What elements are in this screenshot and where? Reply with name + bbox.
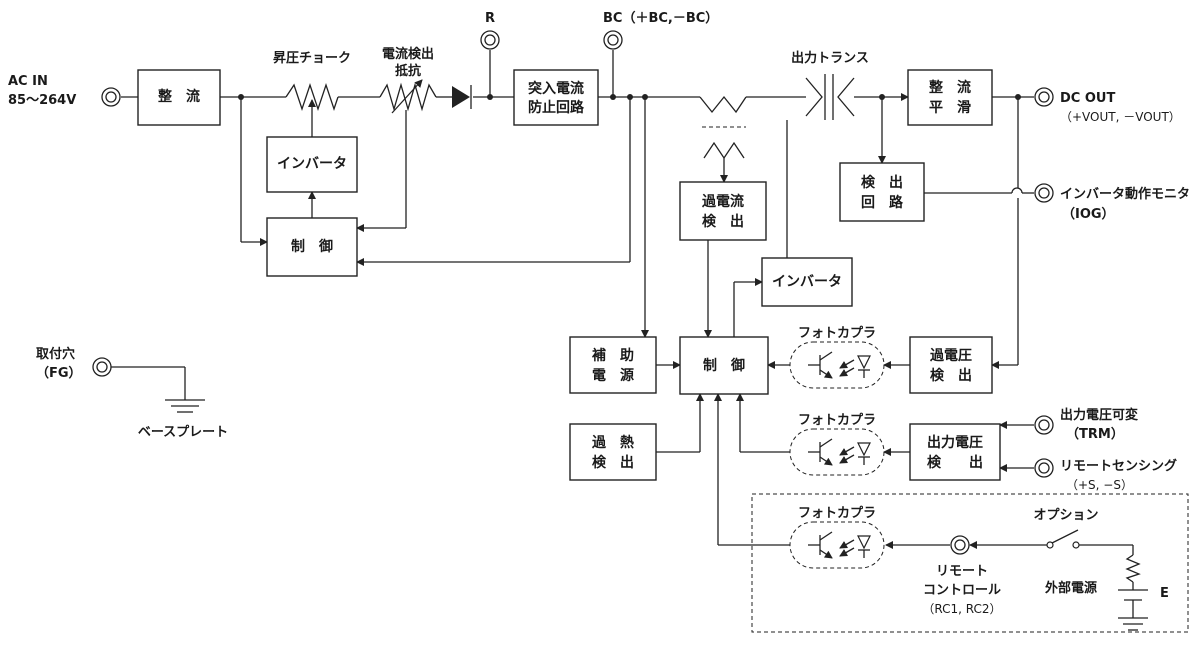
external-resistor-icon	[1125, 554, 1141, 583]
svg-text:防止回路: 防止回路	[528, 99, 585, 116]
svg-text:検 出: 検 出	[930, 367, 972, 384]
option-label: オプション	[1033, 508, 1098, 523]
svg-text:回 路: 回 路	[861, 194, 904, 211]
svg-text:平 滑: 平 滑	[929, 99, 971, 116]
photocoupler-1-icon	[789, 341, 885, 389]
option-ground-icon	[1118, 617, 1148, 631]
sensing-sub-label: （+S, −S）	[1066, 478, 1133, 492]
option-frame	[751, 493, 1189, 633]
boost-choke-label: 昇圧チョーク	[273, 51, 351, 66]
rectifier-block: 整 流	[137, 69, 221, 126]
current-resistor-label-2: 抵抗	[395, 63, 421, 79]
r-terminal-label: R	[485, 11, 495, 26]
svg-text:過電圧: 過電圧	[929, 347, 972, 364]
inverter1-block: インバータ	[266, 136, 358, 193]
photocoupler-1-label: フォトカプラ	[798, 326, 876, 341]
inrush-block: 突入電流 防止回路	[513, 69, 599, 126]
svg-text:検 出: 検 出	[702, 213, 744, 230]
wiring	[111, 50, 1134, 618]
r-terminal	[480, 30, 500, 50]
output-voltage-block: 出力電圧 検 出	[909, 423, 1001, 481]
dc-out-terminal	[1034, 87, 1054, 107]
remote-sub-label: （RC1, RC2）	[922, 602, 1001, 616]
output-transformer-label: 出力トランス	[791, 50, 869, 66]
base-plate-label: ベースプレート	[138, 425, 228, 440]
dc-out-sub-label: （+VOUT, －VOUT）	[1060, 110, 1181, 124]
svg-text:検 出: 検 出	[927, 454, 983, 471]
fg-terminal	[92, 357, 112, 377]
battery-icon	[1118, 589, 1148, 601]
svg-text:出力電圧: 出力電圧	[927, 434, 983, 451]
e-label: E	[1160, 586, 1169, 601]
inverter-monitor-label: インバータ動作モニタ	[1060, 186, 1190, 202]
bc-terminal-label: BC（＋BC,－BC）	[603, 10, 718, 26]
photocoupler-2-label: フォトカプラ	[798, 413, 876, 428]
photocoupler-3-label: フォトカプラ	[798, 506, 876, 521]
junction-dots	[238, 94, 1021, 100]
trim-label: 出力電圧可変	[1060, 407, 1138, 423]
ac-in-label: AC IN	[8, 74, 48, 89]
mount-hole-label: 取付穴	[36, 346, 75, 362]
terminals	[92, 30, 1054, 555]
ext-power-label: 外部電源	[1044, 580, 1097, 596]
overheat-block: 過 熱 検 出	[569, 423, 657, 481]
base-plate-ground-icon	[165, 399, 205, 413]
svg-text:検 出: 検 出	[592, 454, 634, 471]
control2-block: 制 御	[679, 336, 769, 395]
sensing-terminal	[1034, 458, 1054, 478]
dc-out-label: DC OUT	[1060, 91, 1115, 106]
rect-smooth-block: 整 流 平 滑	[907, 69, 993, 126]
overcurrent-block: 過電流 検 出	[679, 181, 767, 241]
sensing-label: リモートセンシング	[1060, 458, 1177, 474]
iog-terminal	[1034, 183, 1054, 203]
ac-in-range: 85～264V	[8, 93, 76, 108]
svg-text:インバータ: インバータ	[772, 274, 842, 290]
overvoltage-block: 過電圧 検 出	[909, 336, 993, 394]
mount-hole-sub-label: （FG）	[36, 365, 82, 381]
svg-text:インバータ: インバータ	[277, 156, 347, 172]
current-resistor-label-1: 電流検出	[382, 46, 434, 62]
remote-label-2: コントロール	[923, 583, 1001, 598]
remote-terminal	[950, 535, 970, 555]
option-switch-icon	[1046, 529, 1080, 549]
inverter-monitor-sub-label: （IOG）	[1062, 206, 1115, 222]
boost-choke-icon	[285, 82, 339, 112]
svg-text:過 熱: 過 熱	[591, 434, 634, 451]
switch-transistor-icon	[699, 95, 747, 160]
svg-text:過電流: 過電流	[701, 193, 744, 210]
trm-terminal	[1034, 415, 1054, 435]
control1-block: 制 御	[266, 217, 358, 277]
aux-power-block: 補 助 電 源	[569, 336, 657, 394]
svg-text:突入電流: 突入電流	[528, 80, 584, 97]
svg-text:補 助: 補 助	[591, 347, 634, 364]
photocoupler-2-icon	[789, 428, 885, 476]
photocoupler-3-icon	[789, 521, 885, 569]
svg-text:電 源: 電 源	[592, 367, 634, 384]
bc-terminal	[603, 30, 623, 50]
output-transformer-icon	[805, 74, 855, 120]
detect-block: 検 出 回 路	[839, 162, 925, 222]
diode-icon	[452, 85, 472, 109]
current-resistor-icon	[379, 82, 437, 112]
svg-text:制 御: 制 御	[703, 357, 745, 374]
remote-label-1: リモート	[936, 564, 988, 579]
inverter2-block: インバータ	[761, 257, 853, 307]
svg-text:整 流: 整 流	[157, 88, 200, 105]
ac-in-terminal	[101, 87, 121, 107]
svg-text:検 出: 検 出	[861, 174, 903, 191]
svg-text:整 流: 整 流	[928, 79, 971, 96]
trim-sub-label: （TRM）	[1066, 426, 1124, 442]
svg-text:制 御: 制 御	[291, 238, 333, 255]
